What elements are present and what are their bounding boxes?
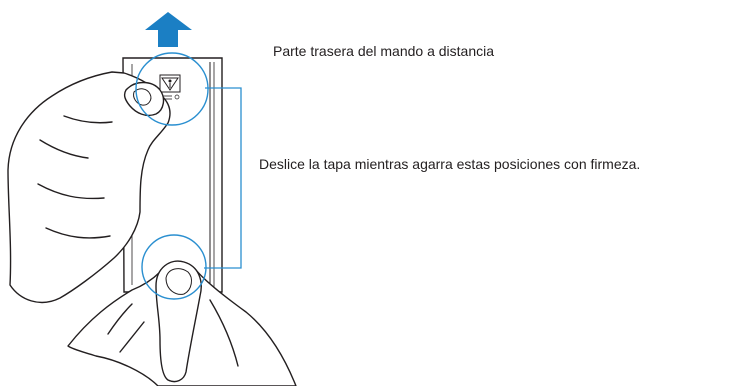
grip-circle-top — [135, 52, 209, 126]
arrow-up-icon — [145, 12, 192, 47]
info-triangle-icon — [159, 74, 181, 100]
grip-instruction-label: Deslice la tapa mientras agarra estas po… — [259, 156, 641, 172]
left-hand — [7, 71, 171, 303]
grip-highlights — [135, 52, 209, 300]
rear-of-remote-label: Parte trasera del mando a distancia — [273, 43, 495, 59]
callout-bracket — [204, 87, 242, 269]
right-hand — [67, 260, 297, 386]
grip-circle-bottom — [141, 234, 207, 300]
